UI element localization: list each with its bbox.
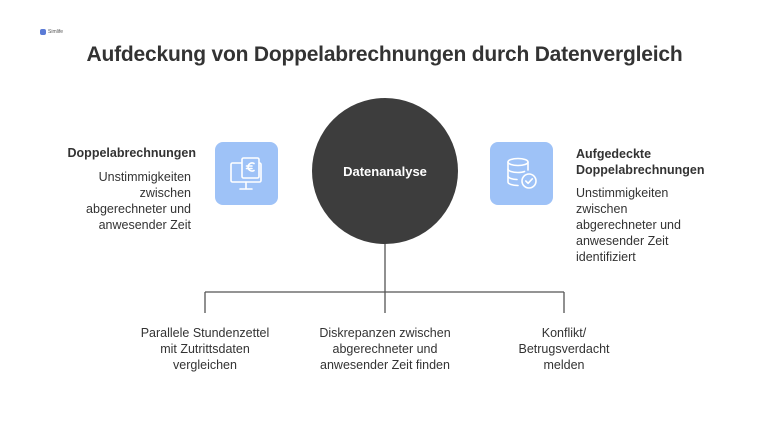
left-heading: Doppelabrechnungen	[67, 146, 196, 160]
logo-text: Simlife	[48, 28, 64, 35]
center-circle: Datenanalyse	[312, 98, 458, 244]
right-description: Unstimmigkeiten zwischen abgerechneter u…	[576, 186, 681, 264]
branch-middle-label: Diskrepanzen zwischen abgerechneter und …	[319, 326, 451, 372]
branch-right-label: Konflikt/ Betrugsverdacht melden	[518, 326, 610, 372]
logo: Simlife	[40, 27, 64, 36]
branch-left-label: Parallele Stundenzettel mit Zutrittsdate…	[140, 326, 270, 372]
logo-mark-icon	[40, 28, 46, 35]
left-description: Unstimmigkeiten zwischen abgerechneter u…	[86, 170, 191, 232]
database-check-icon	[490, 142, 553, 205]
monitor-euro-icon	[215, 142, 278, 205]
center-label: Datenanalyse	[343, 163, 427, 179]
right-heading: Aufgedeckte Doppelabrechnungen	[576, 147, 705, 177]
page-title: Aufdeckung von Doppelabrechnungen durch …	[86, 43, 683, 66]
